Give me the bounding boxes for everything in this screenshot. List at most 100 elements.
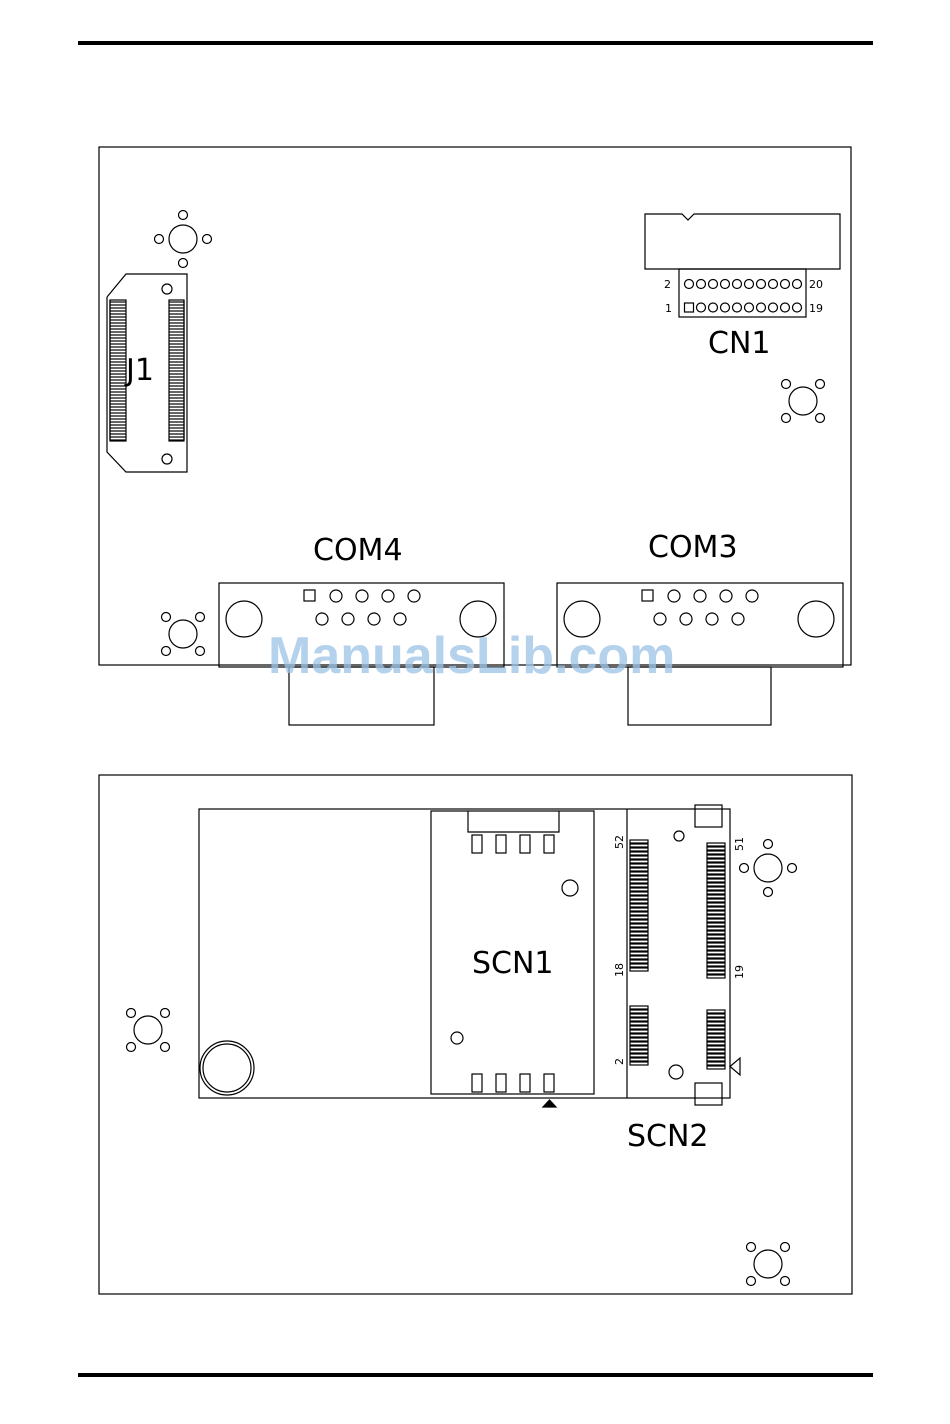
- scn2-pin: [630, 1046, 648, 1049]
- scn2-pin: [630, 884, 648, 887]
- module-outline: [199, 809, 730, 1098]
- mounting-hole: [162, 613, 205, 656]
- scn1-label: SCN1: [472, 946, 554, 981]
- scn2-pin: [707, 967, 725, 970]
- scn2-pin: [630, 964, 648, 967]
- scn2-pin: [707, 899, 725, 902]
- cn1-pin: [733, 280, 742, 289]
- scn2-pin: [707, 895, 725, 898]
- scn2-pin: [707, 903, 725, 906]
- scn2-pin: [707, 843, 725, 846]
- scn2-pin: [630, 1038, 648, 1041]
- com4-label: COM4: [313, 533, 403, 568]
- cn1-pin-20: 20: [809, 278, 823, 291]
- scn2-pin: [707, 951, 725, 954]
- scn2-pin: [630, 844, 648, 847]
- scn2-pin: [707, 911, 725, 914]
- scn2-pin: [707, 883, 725, 886]
- scn2-pin: [630, 1010, 648, 1013]
- scn2-pin: [630, 864, 648, 867]
- cn1-label: CN1: [708, 326, 770, 361]
- scn2-pin: [630, 840, 648, 843]
- scn2-pin: [630, 968, 648, 971]
- cn1-pin: [757, 303, 766, 312]
- scn2-pin: [630, 872, 648, 875]
- scn2-pin: [630, 1034, 648, 1037]
- scn2-pin: [630, 888, 648, 891]
- scn2-pin: [630, 1050, 648, 1053]
- scn2-pin: [630, 960, 648, 963]
- scn2-pin: [707, 1046, 725, 1049]
- scn2-pin: [630, 848, 648, 851]
- scn2-pin: [707, 931, 725, 934]
- cn1-pin: [697, 303, 706, 312]
- scn1-arrow: [543, 1100, 556, 1107]
- scn2-mini-pcie: [627, 805, 740, 1105]
- scn2-pin: [630, 956, 648, 959]
- scn2-pin: [630, 1042, 648, 1045]
- scn2-pin: [707, 879, 725, 882]
- battery: [200, 1041, 254, 1095]
- cn1-pin: [769, 280, 778, 289]
- cn1-pin: [781, 280, 790, 289]
- battery-inner: [203, 1044, 251, 1092]
- scn2-pin: [630, 1054, 648, 1057]
- scn2-pin: [707, 927, 725, 930]
- mounting-hole: [782, 380, 825, 423]
- scn2-pin: [630, 944, 648, 947]
- scn2-pin: [630, 936, 648, 939]
- scn2-pin: [707, 891, 725, 894]
- scn2-pin: [707, 855, 725, 858]
- bottom-rule: [78, 1373, 873, 1377]
- scn2-pin-52: 52: [613, 835, 626, 849]
- scn2-pin: [630, 900, 648, 903]
- scn2-pin: [630, 948, 648, 951]
- scn2-pin: [707, 971, 725, 974]
- scn2-pin-2: 2: [613, 1058, 626, 1065]
- cn1-pin: [721, 280, 730, 289]
- j1-pins-left: [110, 300, 126, 441]
- scn2-pin: [630, 924, 648, 927]
- bottom-board: [99, 775, 852, 1294]
- scn2-pin: [707, 955, 725, 958]
- mounting-hole: [127, 1009, 170, 1052]
- mounting-hole: [740, 840, 797, 897]
- com3-label: COM3: [648, 530, 738, 565]
- scn2-pin: [707, 1022, 725, 1025]
- scn2-pin: [630, 932, 648, 935]
- scn2-pin: [707, 1066, 725, 1069]
- j1-label: J1: [124, 353, 154, 388]
- scn2-pin: [707, 1034, 725, 1037]
- cn1-pin: [709, 280, 718, 289]
- cn1-pin: [781, 303, 790, 312]
- scn2-pin: [707, 859, 725, 862]
- scn2-pin-51: 51: [733, 837, 746, 851]
- scn2-pin: [630, 928, 648, 931]
- scn2-pin: [630, 892, 648, 895]
- cn1-pin: [745, 280, 754, 289]
- scn2-label: SCN2: [627, 1119, 709, 1154]
- scn2-pin: [707, 975, 725, 978]
- j1-pins-right: [169, 300, 184, 441]
- scn2-pin: [707, 947, 725, 950]
- scn2-pin: [630, 1006, 648, 1009]
- scn2-pin: [707, 1018, 725, 1021]
- cn1-pin: [793, 303, 802, 312]
- scn2-pin: [707, 887, 725, 890]
- scn2-pin: [630, 920, 648, 923]
- scn2-pin: [707, 943, 725, 946]
- scn2-pin: [630, 852, 648, 855]
- cn1-pin: [793, 280, 802, 289]
- scn2-pin: [707, 871, 725, 874]
- mounting-hole: [747, 1243, 790, 1286]
- scn2-pin: [630, 860, 648, 863]
- scn2-pin: [707, 907, 725, 910]
- scn2-pin: [707, 939, 725, 942]
- scn2-pin: [630, 904, 648, 907]
- scn2-pin: [707, 923, 725, 926]
- scn2-pin: [630, 1022, 648, 1025]
- cn1-pin: [721, 303, 730, 312]
- scn2-pin: [630, 908, 648, 911]
- cn1-pin: [769, 303, 778, 312]
